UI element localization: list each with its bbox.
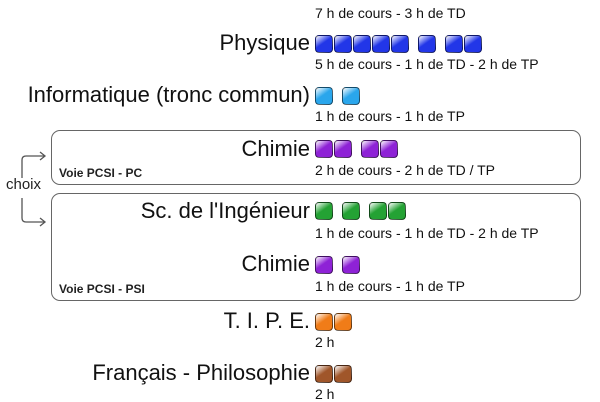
hour-block xyxy=(334,365,352,383)
hour-block xyxy=(353,35,371,53)
hour-block xyxy=(369,202,387,220)
subject-label-chimie-psi: Chimie xyxy=(241,251,310,276)
hour-block xyxy=(315,256,333,274)
hour-block xyxy=(315,202,333,220)
hour-block xyxy=(361,140,379,158)
hour-block xyxy=(342,202,360,220)
hour-block xyxy=(418,35,436,53)
hours-chimie-pc: 2 h de cours - 2 h de TD / TP xyxy=(315,162,496,178)
hour-block xyxy=(315,87,333,105)
option-label-pcsi-pc: Voie PCSI - PC xyxy=(59,166,143,180)
hours-physique: 5 h de cours - 1 h de TD - 2 h de TP xyxy=(315,56,539,72)
hour-block xyxy=(334,313,352,331)
subject-label-physique: Physique xyxy=(219,30,310,55)
hour-block xyxy=(315,365,333,383)
hours-informatique: 1 h de cours - 1 h de TP xyxy=(315,108,465,124)
hour-block xyxy=(380,140,398,158)
hours-chimie-psi: 1 h de cours - 1 h de TP xyxy=(315,278,465,294)
hours-francais: 2 h xyxy=(315,386,335,402)
top-hours-text: 7 h de cours - 3 h de TD xyxy=(315,5,466,21)
hour-block xyxy=(464,35,482,53)
choix-label: choix xyxy=(6,176,42,193)
hour-block xyxy=(342,256,360,274)
subject-label-francais: Français - Philosophie xyxy=(92,360,310,385)
hour-block xyxy=(334,140,352,158)
hours-si: 1 h de cours - 1 h de TD - 2 h de TP xyxy=(315,225,539,241)
hour-block xyxy=(388,202,406,220)
hour-block xyxy=(315,313,333,331)
hour-block xyxy=(315,140,333,158)
hours-tipe: 2 h xyxy=(315,334,335,350)
subject-label-tipe: T. I. P. E. xyxy=(223,308,310,333)
option-box-pcsi-pc xyxy=(51,130,581,185)
hour-block xyxy=(315,35,333,53)
option-label-pcsi-psi: Voie PCSI - PSI xyxy=(59,282,145,296)
choice-bracket xyxy=(21,151,47,227)
hour-block xyxy=(445,35,463,53)
hour-block xyxy=(372,35,390,53)
subject-label-informatique: Informatique (tronc commun) xyxy=(27,82,310,107)
subject-label-chimie-pc: Chimie xyxy=(241,136,310,161)
hour-block xyxy=(391,35,409,53)
hour-block xyxy=(342,87,360,105)
hour-block xyxy=(334,35,352,53)
subject-label-si: Sc. de l'Ingénieur xyxy=(140,198,310,223)
